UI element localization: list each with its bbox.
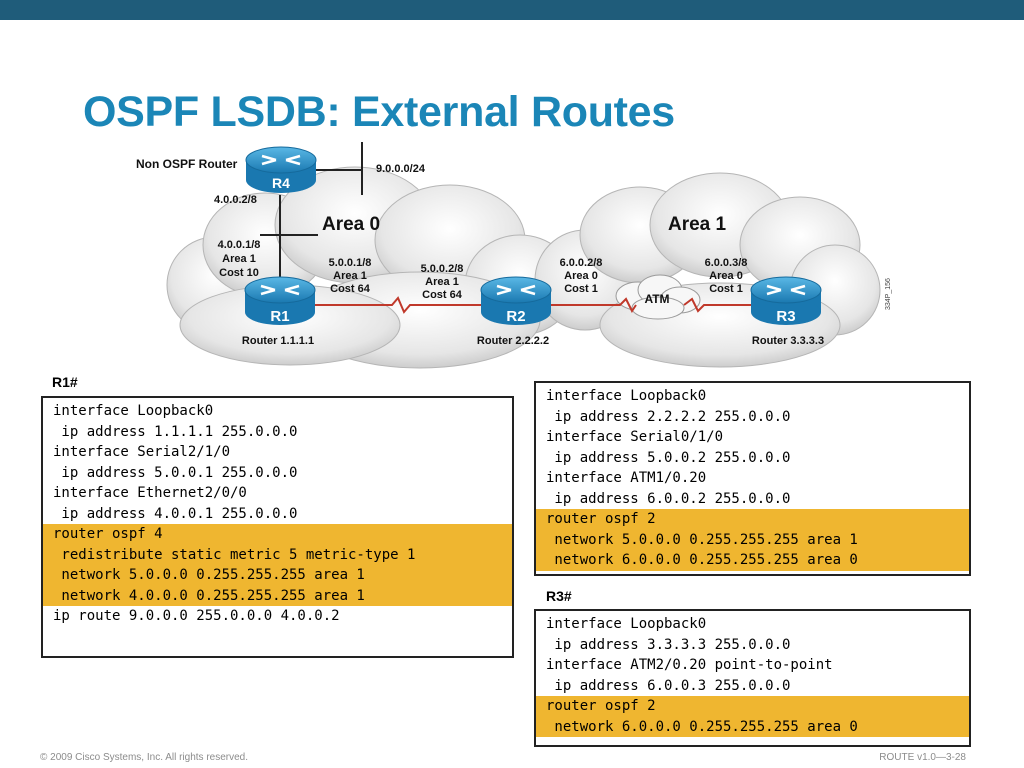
r1-eth-cost: Cost 10: [219, 267, 259, 279]
r2-config-box: interface Loopback0 ip address 2.2.2.2 2…: [534, 381, 971, 576]
network-9-label: 9.0.0.0/24: [376, 163, 426, 175]
router-r2-name: R2: [506, 308, 525, 325]
r3-config-line-highlighted: router ospf 2: [536, 696, 969, 717]
r4-interface-label: 4.0.0.2/8: [214, 194, 257, 206]
r1-config-line: ip address 1.1.1.1 255.0.0.0: [53, 423, 298, 440]
router-r4-icon: R4: [245, 146, 317, 193]
router-r2-caption: Router 2.2.2.2: [477, 335, 549, 347]
r2-config-line-highlighted: network 6.0.0.0 0.255.255.255 area 0: [536, 550, 969, 571]
top-bar: [0, 0, 1024, 20]
r1-config-line-highlighted: network 4.0.0.0 0.255.255.255 area 1: [43, 585, 512, 606]
r3-atm-cost: Cost 1: [709, 283, 743, 295]
router-r3-name: R3: [776, 308, 795, 325]
r2-ser-cost: Cost 64: [422, 289, 463, 301]
r1-eth-area: Area 1: [222, 253, 256, 265]
r1-config-line: interface Loopback0: [53, 403, 214, 419]
router-r1-icon: R1: [244, 276, 316, 325]
r1-ser-ip: 5.0.0.1/8: [329, 257, 372, 269]
r2-config-line-highlighted: network 5.0.0.0 0.255.255.255 area 1: [536, 529, 969, 550]
r3-config-label: R3#: [546, 588, 572, 604]
r1-config-line: interface Serial2/1/0: [53, 444, 231, 460]
r2-config-line: interface Serial0/1/0: [546, 429, 724, 445]
area0-label: Area 0: [322, 214, 380, 235]
router-r3-icon: R3: [750, 276, 822, 325]
r3-config-box: interface Loopback0 ip address 3.3.3.3 2…: [534, 609, 971, 747]
r2-config-line: ip address 5.0.0.2 255.0.0.0: [546, 449, 791, 466]
r1-config-line-highlighted: redistribute static metric 5 metric-type…: [43, 544, 512, 565]
r3-config-line: interface ATM2/0.20 point-to-point: [546, 657, 833, 673]
router-r3-caption: Router 3.3.3.3: [752, 335, 824, 347]
r1-config-line: ip address 5.0.0.1 255.0.0.0: [53, 464, 298, 481]
r2-atm-info: 6.0.0.2/8 Area 0 Cost 1: [560, 257, 603, 295]
r3-config-line: ip address 3.3.3.3 255.0.0.0: [546, 636, 791, 653]
r2-ser-area: Area 1: [425, 276, 459, 288]
footer-copyright: © 2009 Cisco Systems, Inc. All rights re…: [40, 752, 249, 763]
r1-ser-cost: Cost 64: [330, 283, 371, 295]
r2-ser-ip: 5.0.0.2/8: [421, 263, 464, 275]
non-ospf-router-label: Non OSPF Router: [136, 157, 238, 171]
r1-config-label: R1#: [52, 374, 78, 390]
r3-config-line: interface Loopback0: [546, 616, 707, 632]
atm-link-left: [550, 297, 637, 313]
r2-atm-cost: Cost 1: [564, 283, 598, 295]
slide-title: OSPF LSDB: External Routes: [83, 88, 675, 136]
r1-config-line: ip address 4.0.0.1 255.0.0.0: [53, 505, 298, 522]
r2-config-line: interface ATM1/0.20: [546, 470, 707, 486]
router-r1-caption: Router 1.1.1.1: [242, 335, 314, 347]
r3-atm-ip: 6.0.0.3/8: [705, 257, 748, 269]
r3-config-line-highlighted: network 6.0.0.0 0.255.255.255 area 0: [536, 716, 969, 737]
r2-serial-info: 5.0.0.2/8 Area 1 Cost 64: [421, 263, 464, 301]
atm-link-right: [683, 297, 752, 313]
area1-label: Area 1: [668, 214, 727, 235]
r2-atm-ip: 6.0.0.2/8: [560, 257, 603, 269]
r2-config-line: ip address 2.2.2.2 255.0.0.0: [546, 408, 791, 425]
r1-serial-info: 5.0.0.1/8 Area 1 Cost 64: [329, 257, 372, 295]
r1-config-line: interface Ethernet2/0/0: [53, 485, 247, 501]
router-r2-icon: R2: [480, 276, 552, 325]
network-diagram: R4 R1 R2 R3 Non OSPF Router 9.0.0.0/24 4…: [136, 142, 892, 369]
r3-atm-info: 6.0.0.3/8 Area 0 Cost 1: [705, 257, 748, 295]
router-r1-name: R1: [270, 308, 289, 325]
r3-config-line: ip address 6.0.0.3 255.0.0.0: [546, 677, 791, 694]
router-r4-name: R4: [272, 175, 290, 191]
r2-config-line-highlighted: router ospf 2: [536, 509, 969, 530]
r1-config-line-highlighted: network 5.0.0.0 0.255.255.255 area 1: [43, 565, 512, 586]
r1-ethernet-info: 4.0.0.1/8 Area 1 Cost 10: [218, 239, 261, 279]
footer-course-id: ROUTE v1.0—3-28: [879, 752, 966, 763]
r2-atm-area: Area 0: [564, 270, 598, 282]
r1-config-line: ip route 9.0.0.0 255.0.0.0 4.0.0.2: [53, 608, 340, 624]
r2-config-line: interface Loopback0: [546, 388, 707, 404]
r1-config-box: interface Loopback0 ip address 1.1.1.1 2…: [41, 396, 514, 658]
r1-eth-ip: 4.0.0.1/8: [218, 239, 261, 251]
r2-config-line: ip address 6.0.0.2 255.0.0.0: [546, 490, 791, 507]
atm-label: ATM: [644, 292, 669, 306]
figure-id: 334P_156: [885, 278, 892, 310]
r1-config-line-highlighted: router ospf 4: [43, 524, 512, 545]
r1-ser-area: Area 1: [333, 270, 367, 282]
r3-atm-area: Area 0: [709, 270, 743, 282]
serial-link: [315, 296, 485, 314]
